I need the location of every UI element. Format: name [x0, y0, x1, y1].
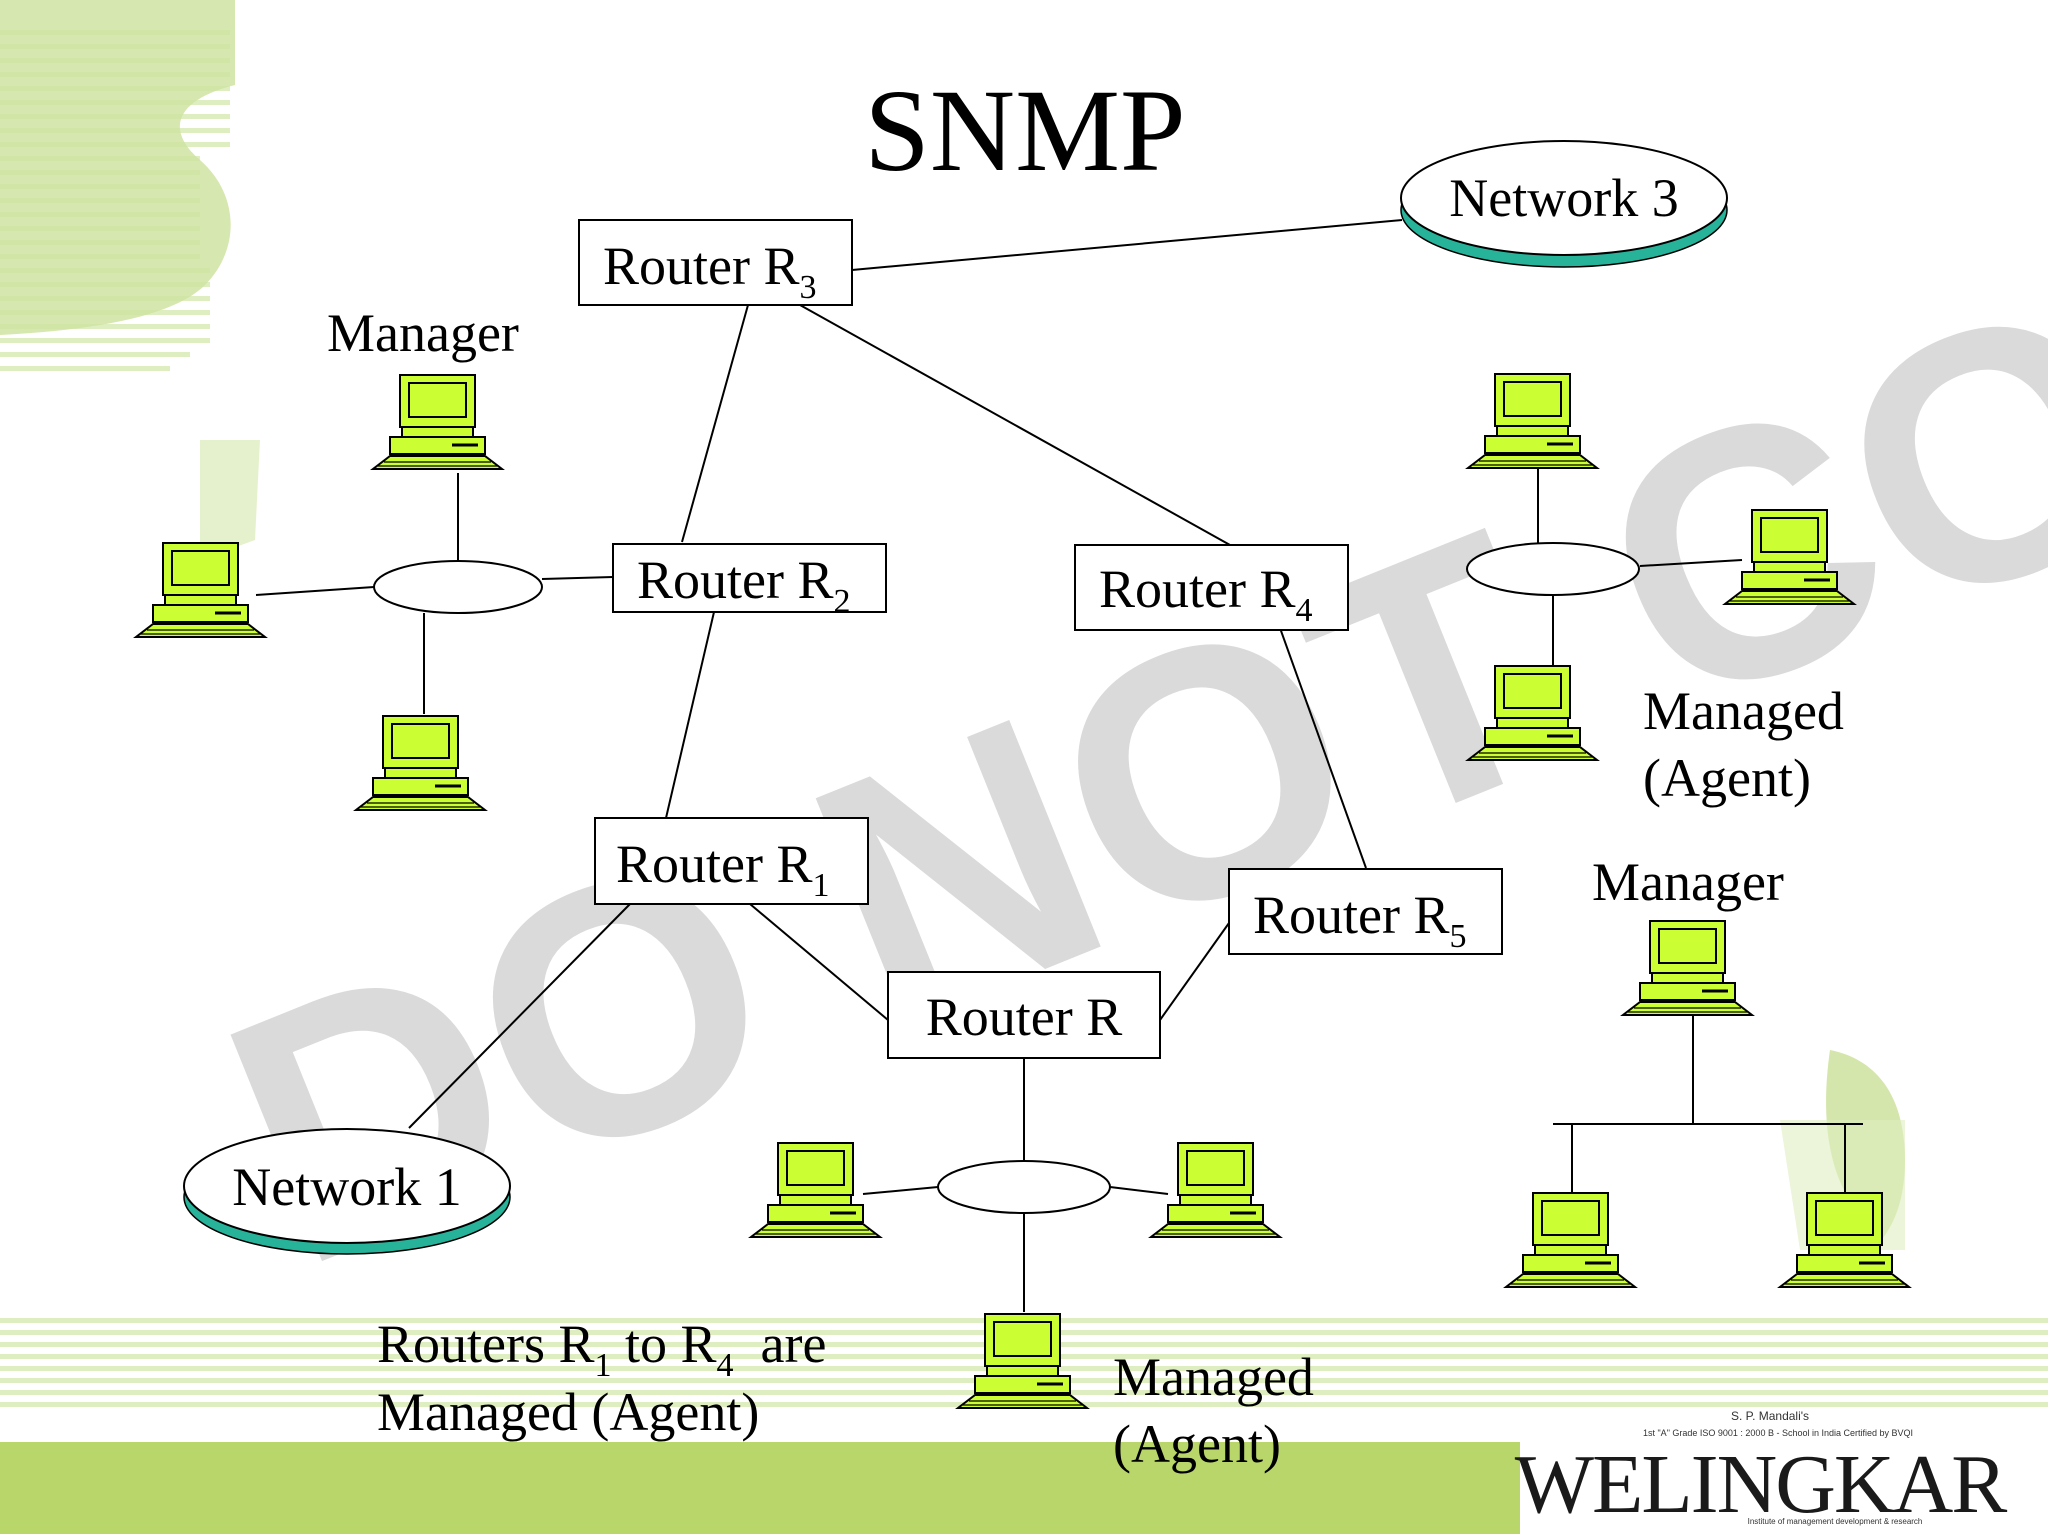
computer-icon — [354, 714, 487, 812]
logo-line2: 1st "A" Grade ISO 9001 : 2000 B - School… — [1643, 1428, 1913, 1438]
logo-line3: Institute of management development & re… — [1748, 1517, 1923, 1526]
network-3: Network 3 — [1400, 140, 1728, 268]
router-r5-label: Router R — [1253, 885, 1450, 945]
managed-agent-label-right-line2: (Agent) — [1643, 748, 1811, 808]
managed-agent-label-right-line1: Managed — [1643, 681, 1844, 741]
routers-note-line1: Routers R1 to R4 are — [377, 1314, 826, 1384]
connection-lines — [255, 219, 1863, 1312]
network-1-label: Network 1 — [232, 1157, 461, 1217]
computer-icon — [134, 541, 267, 639]
logo-line1: S. P. Mandali's — [1731, 1409, 1809, 1423]
router-r1-label: Router R — [616, 834, 813, 894]
router-r1: Router R1 — [594, 817, 869, 905]
routers-note-part-a: Routers R — [377, 1314, 595, 1374]
network-3-label: Network 3 — [1449, 168, 1678, 228]
routers-note-sub-4: 4 — [717, 1347, 734, 1384]
router-r3-label: Router R — [603, 236, 800, 296]
router-r2: Router R2 — [612, 543, 887, 620]
router-r-label: Router R — [926, 987, 1123, 1047]
managed-agent-label-bottom-line2: (Agent) — [1113, 1414, 1281, 1474]
manager-label-top: Manager — [327, 303, 519, 363]
svg-text:Router R4: Router R4 — [1099, 559, 1313, 629]
router-r2-label: Router R — [637, 550, 834, 610]
page-title: SNMP — [864, 65, 1185, 196]
router-r5: Router R5 — [1228, 868, 1503, 955]
managed-agent-label-bottom-line1: Managed — [1113, 1347, 1314, 1407]
router-r4-subscript: 4 — [1296, 592, 1313, 629]
hub-ellipse-bottom — [937, 1160, 1111, 1214]
network-1: Network 1 — [183, 1128, 511, 1255]
logo-wordmark: WELINGKAR — [1515, 1438, 2008, 1531]
computer-icon — [956, 1312, 1089, 1410]
svg-text:Router R3: Router R3 — [603, 236, 817, 306]
router-r4: Router R4 — [1074, 544, 1349, 631]
computer-icon — [1621, 919, 1754, 1017]
routers-note-sub-1: 1 — [595, 1347, 612, 1384]
computer-icon — [1149, 1141, 1282, 1239]
router-r1-subscript: 1 — [813, 867, 830, 904]
router-r3: Router R3 — [578, 219, 853, 306]
computer-icon — [371, 373, 504, 471]
manager-label-right: Manager — [1592, 852, 1784, 912]
computer-icon — [1504, 1191, 1637, 1289]
router-r: Router R — [887, 971, 1161, 1059]
router-r3-subscript: 3 — [800, 269, 817, 306]
routers-note-part-c: are — [734, 1314, 827, 1374]
routers-note-part-b: to R — [612, 1314, 717, 1374]
svg-text:Router R2: Router R2 — [637, 550, 851, 620]
routers-note-line2: Managed (Agent) — [377, 1382, 759, 1442]
hub-ellipse-left — [373, 560, 543, 614]
welingkar-logo: S. P. Mandali's 1st "A" Grade ISO 9001 :… — [1515, 1409, 2010, 1531]
router-r2-subscript: 2 — [834, 583, 851, 620]
hub-ellipse-right — [1466, 542, 1640, 596]
router-r5-subscript: 5 — [1450, 918, 1467, 955]
svg-text:Router R1: Router R1 — [616, 834, 830, 904]
svg-text:Router R5: Router R5 — [1253, 885, 1467, 955]
router-r4-label: Router R — [1099, 559, 1296, 619]
